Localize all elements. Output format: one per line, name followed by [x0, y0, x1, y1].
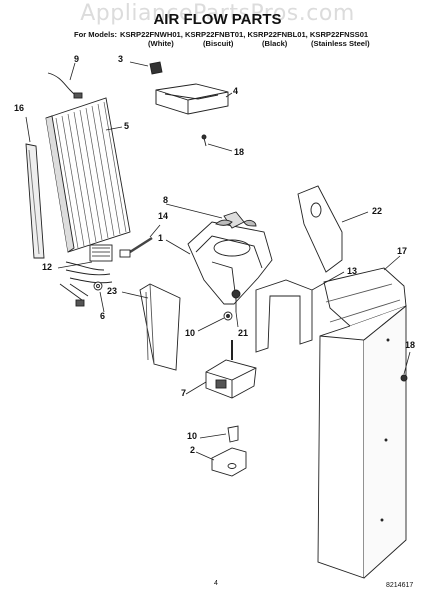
callout-3: 3 — [118, 54, 124, 64]
part-4-bracket — [155, 83, 229, 115]
variant-stainless: (Stainless Steel) — [311, 39, 370, 48]
part-12-harness — [59, 244, 113, 307]
part-10-nut-lower — [227, 425, 239, 443]
leader-lines — [25, 61, 411, 461]
part-21-screw — [231, 289, 241, 312]
variant-white: (White) — [148, 39, 174, 48]
part-3-clip — [149, 61, 163, 75]
part-2-bracket — [211, 447, 247, 477]
callout-10b: 10 — [187, 431, 198, 441]
callout-17: 17 — [397, 246, 408, 256]
callout-21: 21 — [238, 328, 249, 338]
callout-22: 22 — [372, 206, 383, 216]
document-number: 8214617 — [386, 582, 414, 589]
part-5-evaporator-cover — [45, 97, 131, 253]
variant-black: (Black) — [262, 39, 288, 48]
callout-6: 6 — [100, 311, 106, 321]
models-numbers: KSRP22FNWH01, KSRP22FNBT01, KSRP22FNBL01… — [120, 30, 369, 39]
callout-1: 1 — [158, 233, 164, 243]
callout-12: 12 — [42, 262, 53, 272]
callout-13: 13 — [347, 266, 358, 276]
callout-18: 18 — [234, 147, 245, 157]
callout-16: 16 — [14, 103, 25, 113]
part-13-gasket — [255, 279, 313, 353]
part-6-grommet — [93, 281, 103, 291]
part-18-screw-top — [201, 134, 207, 147]
part-14-cable — [119, 236, 153, 258]
callout-18b: 18 — [405, 340, 416, 350]
callout-14: 14 — [158, 211, 169, 221]
watermark: AppliancePartsPros.com — [80, 1, 355, 26]
part-8-fan-blade — [215, 211, 257, 229]
model-list: For Models:KSRP22FNWH01, KSRP22FNBT01, K… — [60, 30, 368, 39]
part-7-motor — [205, 340, 257, 399]
part-9-wire-harness — [47, 72, 83, 99]
callout-10: 10 — [185, 328, 196, 338]
variant-biscuit: (Biscuit) — [203, 39, 234, 48]
callout-7: 7 — [181, 388, 187, 398]
part-23-duct-side — [139, 283, 181, 371]
page-title: AIR FLOW PARTS — [153, 11, 282, 28]
models-prefix: For Models: — [73, 30, 117, 39]
callout-8: 8 — [163, 195, 169, 205]
callout-2: 2 — [190, 445, 196, 455]
part-1-fan-housing — [187, 221, 273, 305]
callout-5: 5 — [124, 121, 130, 131]
callout-23: 23 — [107, 286, 118, 296]
part-22-bracket — [297, 185, 343, 273]
part-10-nut-upper — [223, 311, 233, 321]
page-number: 4 — [214, 580, 218, 587]
part-18-screw-right — [400, 374, 408, 382]
part-16-seal — [25, 143, 45, 259]
callout-9: 9 — [74, 54, 80, 64]
part-17-rear-panel — [317, 267, 407, 579]
callout-4: 4 — [233, 86, 239, 96]
